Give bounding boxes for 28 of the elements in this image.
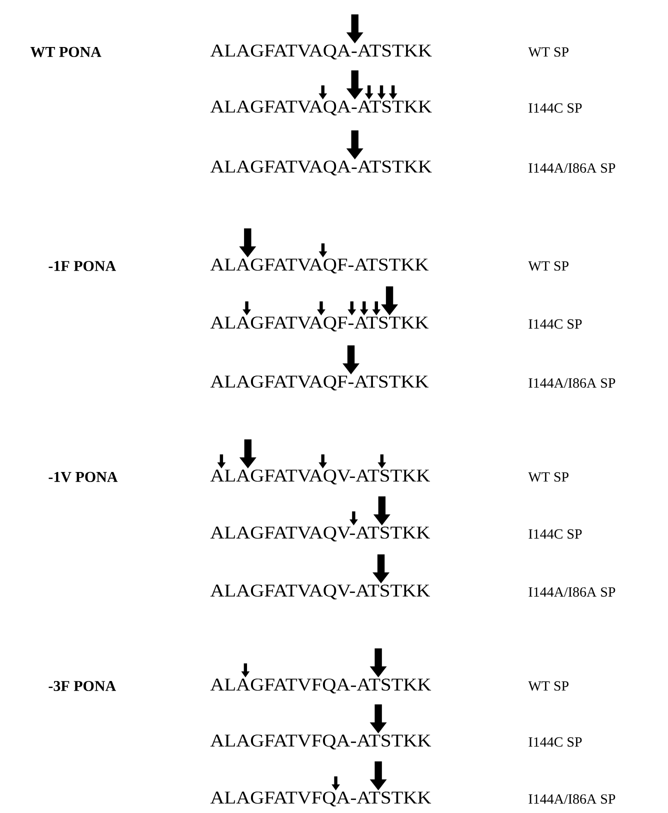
- variant-label: I144C SP: [528, 529, 582, 539]
- sequence-text: ALAGFATVAQA-ATSTKK: [210, 100, 432, 116]
- variant-label: WT SP: [528, 47, 568, 57]
- sequence-text: ALAGFATVAQF-ATSTKK: [210, 258, 429, 274]
- group-title: -1V PONA: [48, 472, 118, 482]
- group-title: -3F PONA: [48, 680, 116, 692]
- sequence-text: ALAGFATVAQA-ATSTKK: [210, 44, 432, 60]
- sequence-text: ALAGFATVAQV-ATSTKK: [210, 584, 430, 600]
- variant-label: WT SP: [528, 681, 568, 691]
- group-title: WT PONA: [30, 46, 102, 58]
- variant-label: I144C SP: [528, 103, 582, 113]
- variant-label: I144A/I86A SP: [528, 163, 616, 173]
- variant-label: I144C SP: [528, 319, 582, 329]
- variant-label: I144A/I86A SP: [528, 378, 616, 388]
- sequence-text: ALAGFATVAQF-ATSTKK: [210, 376, 429, 390]
- sequence-text: ALAGFATVAQA-ATSTKK: [210, 160, 432, 176]
- group-title: -1F PONA: [48, 260, 116, 272]
- sequence-text: ALAGFATVAQV-ATSTKK: [210, 470, 430, 484]
- variant-label: I144A/I86A SP: [528, 794, 616, 804]
- sequence-text: ALAGFATVAQF-ATSTKK: [210, 316, 429, 332]
- sequence-text: ALAGFATVFQA-ATSTKK: [210, 678, 432, 694]
- variant-label: I144C SP: [528, 737, 582, 747]
- variant-label: WT SP: [528, 472, 568, 482]
- sequence-text: ALAGFATVAQV-ATSTKK: [210, 526, 430, 542]
- variant-label: WT SP: [528, 261, 568, 271]
- sequence-text: ALAGFATVFQA-ATSTKK: [210, 734, 432, 750]
- variant-label: I144A/I86A SP: [528, 587, 616, 597]
- sequence-text: ALAGFATVFQA-ATSTKK: [210, 792, 432, 806]
